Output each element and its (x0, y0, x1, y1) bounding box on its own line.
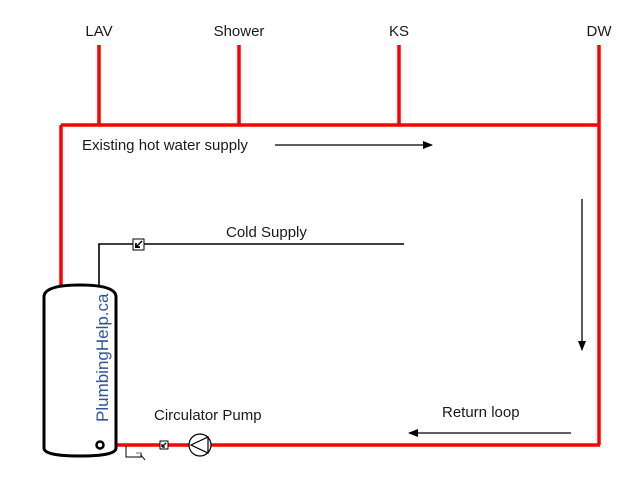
fixture-label-dw: DW (587, 23, 613, 40)
circulator-pump-label: Circulator Pump (154, 407, 262, 424)
drain-valve-icon (125, 446, 146, 461)
water-heater-tank (42, 283, 118, 458)
cold-supply-valve-icon (132, 238, 145, 251)
cold-supply-label: Cold Supply (226, 224, 307, 241)
fixture-label-shower: Shower (214, 23, 265, 40)
return-loop-label: Return loop (442, 404, 520, 421)
fixture-label-lav: LAV (85, 23, 112, 40)
tank-brand-label: PlumbingHelp.ca (93, 293, 112, 422)
check-valve-icon (159, 440, 169, 450)
hot-supply-label: Existing hot water supply (82, 137, 248, 154)
hot-water-piping (59, 45, 601, 447)
circulator-pump-icon (188, 433, 212, 457)
tank-return-inlet-icon (95, 440, 105, 450)
cold-supply-piping (98, 243, 404, 286)
cold-inlet-pipe (98, 243, 133, 286)
fixture-label-ks: KS (389, 23, 409, 40)
